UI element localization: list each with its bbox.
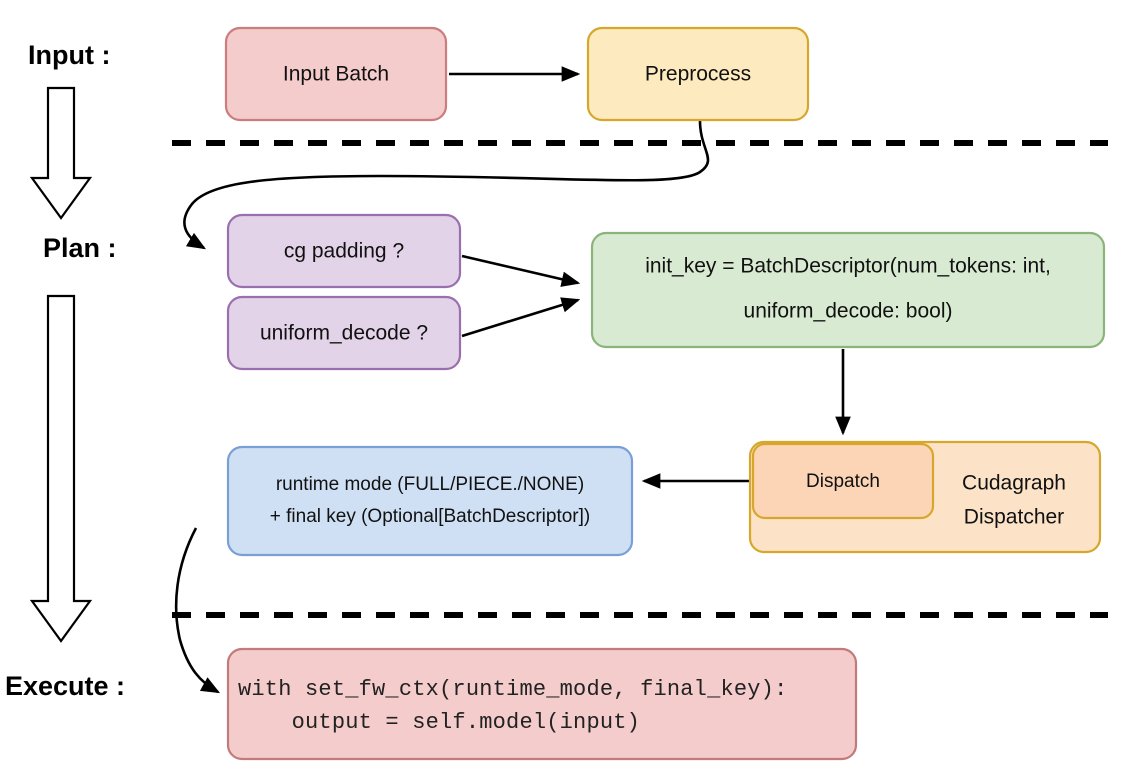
uniform-decode-box[interactable]: [226, 295, 462, 371]
init-key-label-line1: init_key = BatchDescriptor(num_tokens: i…: [645, 255, 1051, 278]
cg-padding-node[interactable]: cg padding ?: [226, 213, 462, 289]
uniform-decode-label: uniform_decode ?: [260, 322, 428, 345]
cudagraph-dispatcher-label-line2: Dispatcher: [964, 506, 1064, 529]
edge-cg-padding-to-init-key: [461, 254, 581, 287]
stage-label-input: Input :: [28, 40, 110, 70]
cudagraph-dispatcher-label-line1: Cudagraph: [962, 472, 1066, 495]
dispatch-box[interactable]: [751, 442, 935, 520]
stage-label-plan: Plan :: [43, 233, 117, 263]
init-key-box[interactable]: [590, 231, 1106, 349]
stage-arrow-plan-to-execute: [29, 294, 93, 643]
edge-uniform-decode-to-init-key: [461, 297, 581, 338]
preprocess-node[interactable]: Preprocess: [586, 26, 810, 122]
runtime-mode-label-line1: runtime mode (FULL/PIECE./NONE): [276, 474, 584, 495]
cg-padding-label: cg padding ?: [284, 240, 404, 263]
runtime-mode-label-line2: + final key (Optional[BatchDescriptor]): [270, 506, 591, 527]
input-batch-box[interactable]: [224, 26, 448, 122]
dispatch-node[interactable]: Dispatch: [751, 442, 935, 520]
cg-padding-box[interactable]: [226, 213, 462, 289]
init-key-label-line2: uniform_decode: bool): [744, 300, 953, 323]
input-batch-label: Input Batch: [283, 63, 389, 86]
execute-code-box[interactable]: [226, 647, 858, 761]
stage-label-execute: Execute :: [5, 671, 125, 701]
uniform-decode-node[interactable]: uniform_decode ?: [226, 295, 462, 371]
preprocess-label: Preprocess: [645, 63, 751, 86]
execute-code-line1: with set_fw_ctx(runtime_mode, final_key)…: [238, 677, 788, 702]
runtime-mode-node[interactable]: runtime mode (FULL/PIECE./NONE) + final …: [226, 445, 634, 557]
input-batch-node[interactable]: Input Batch: [224, 26, 448, 122]
runtime-mode-box[interactable]: [226, 445, 634, 557]
execute-code-line2: output = self.model(input): [238, 710, 640, 735]
execute-code-node[interactable]: with set_fw_ctx(runtime_mode, final_key)…: [226, 647, 858, 761]
edge-runtime-mode-to-execute-code: [174, 527, 221, 694]
edge-preprocess-to-plan: [183, 120, 710, 250]
dispatch-label: Dispatch: [806, 471, 880, 492]
init-key-node[interactable]: init_key = BatchDescriptor(num_tokens: i…: [590, 231, 1106, 349]
preprocess-box[interactable]: [586, 26, 810, 122]
stage-arrow-input-to-plan: [29, 86, 93, 220]
